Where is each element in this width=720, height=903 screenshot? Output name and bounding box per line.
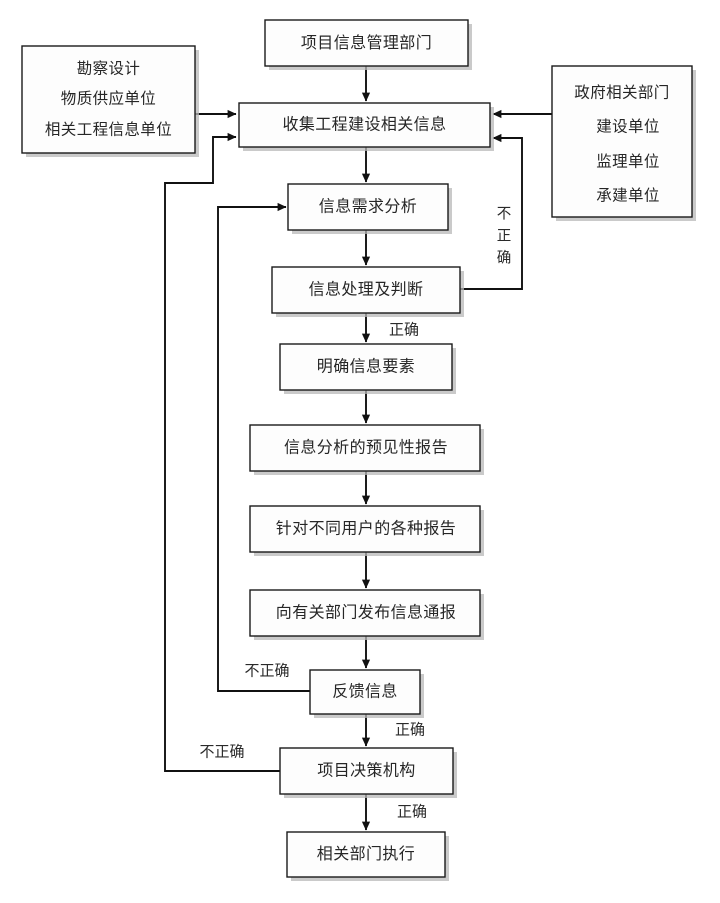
edge-label-incorrect-vertical: 不 正 确 bbox=[497, 206, 512, 266]
node-label-publish-bulletin: 向有关部门发布信息通报 bbox=[276, 604, 456, 622]
node-layer: 项目信息管理部门 勘察设计 物质供应单位 相关工程信息单位 政府相关部门 建设单… bbox=[21, 19, 696, 881]
node-label-user-reports: 针对不同用户的各种报告 bbox=[276, 520, 456, 538]
connector-feedback-incorrect-to-demand bbox=[217, 202, 310, 692]
node-process-judge[interactable]: 信息处理及判断 bbox=[271, 266, 464, 317]
node-label-clarify-elements: 明确信息要素 bbox=[317, 358, 415, 376]
connector-layer bbox=[164, 66, 552, 831]
node-frame bbox=[264, 19, 469, 67]
node-dept-execute[interactable]: 相关部门执行 bbox=[286, 831, 449, 881]
node-label-process-judge: 信息处理及判断 bbox=[309, 281, 424, 299]
node-demand-analysis[interactable]: 信息需求分析 bbox=[287, 183, 452, 234]
node-label-contractor-unit: 承建单位 bbox=[596, 187, 660, 205]
node-frame bbox=[279, 747, 454, 795]
edge-label-correct-after-feedback: 正确 bbox=[395, 721, 425, 738]
edge-label-incorrect-char-2: 正 bbox=[497, 228, 512, 244]
node-label-dept-execute: 相关部门执行 bbox=[317, 845, 415, 863]
node-label-decision-body: 项目决策机构 bbox=[317, 762, 415, 780]
node-frame bbox=[238, 102, 491, 148]
node-clarify-elements[interactable]: 明确信息要素 bbox=[279, 343, 456, 394]
edge-label-incorrect-decision: 不正确 bbox=[199, 743, 244, 760]
node-decision-body[interactable]: 项目决策机构 bbox=[279, 747, 457, 798]
node-user-reports[interactable]: 针对不同用户的各种报告 bbox=[249, 505, 484, 556]
node-label-feedback-info: 反馈信息 bbox=[332, 683, 398, 701]
node-frame bbox=[287, 183, 449, 231]
node-frame bbox=[21, 45, 196, 154]
node-frame bbox=[279, 343, 453, 391]
node-label-survey-design: 勘察设计 bbox=[77, 60, 141, 78]
node-label-demand-analysis: 信息需求分析 bbox=[319, 198, 417, 216]
node-frame bbox=[249, 589, 481, 637]
node-label-supervision-unit: 监理单位 bbox=[596, 153, 660, 171]
node-feedback-info[interactable]: 反馈信息 bbox=[309, 669, 424, 718]
node-survey-design-group[interactable]: 勘察设计 物质供应单位 相关工程信息单位 bbox=[21, 45, 199, 157]
node-collect-info[interactable]: 收集工程建设相关信息 bbox=[238, 102, 494, 151]
node-label-material-supply-unit: 物质供应单位 bbox=[61, 89, 156, 108]
edge-label-correct-after-judge: 正确 bbox=[389, 321, 419, 338]
node-frame bbox=[249, 424, 481, 472]
node-frame bbox=[249, 505, 481, 553]
node-frame bbox=[271, 266, 461, 314]
node-label-related-eng-info-unit: 相关工程信息单位 bbox=[45, 121, 172, 139]
node-project-info-dept[interactable]: 项目信息管理部门 bbox=[264, 19, 472, 70]
node-predictive-report[interactable]: 信息分析的预见性报告 bbox=[249, 424, 484, 475]
node-frame bbox=[309, 669, 421, 715]
edge-label-incorrect-char-3: 确 bbox=[497, 249, 512, 266]
node-frame bbox=[551, 65, 693, 218]
node-label-project-info-dept: 项目信息管理部门 bbox=[301, 34, 432, 52]
node-label-construction-unit: 建设单位 bbox=[596, 118, 660, 136]
node-gov-units-group[interactable]: 政府相关部门 建设单位 监理单位 承建单位 bbox=[551, 65, 696, 221]
node-label-predictive-report: 信息分析的预见性报告 bbox=[284, 439, 448, 457]
node-label-gov-dept: 政府相关部门 bbox=[574, 84, 669, 102]
connector-judge-incorrect-to-collect bbox=[460, 133, 523, 290]
connector-decision-incorrect-to-collect bbox=[164, 132, 280, 772]
edge-label-layer: 不 正 确 正确 不正确 正确 不正确 正确 bbox=[199, 206, 511, 820]
node-frame bbox=[286, 831, 446, 878]
edge-label-incorrect-char-1: 不 bbox=[497, 206, 512, 222]
edge-label-incorrect-feedback: 不正确 bbox=[244, 662, 289, 679]
node-publish-bulletin[interactable]: 向有关部门发布信息通报 bbox=[249, 589, 484, 640]
edge-label-correct-after-decision: 正确 bbox=[397, 803, 427, 820]
node-label-collect-info: 收集工程建设相关信息 bbox=[282, 116, 446, 134]
